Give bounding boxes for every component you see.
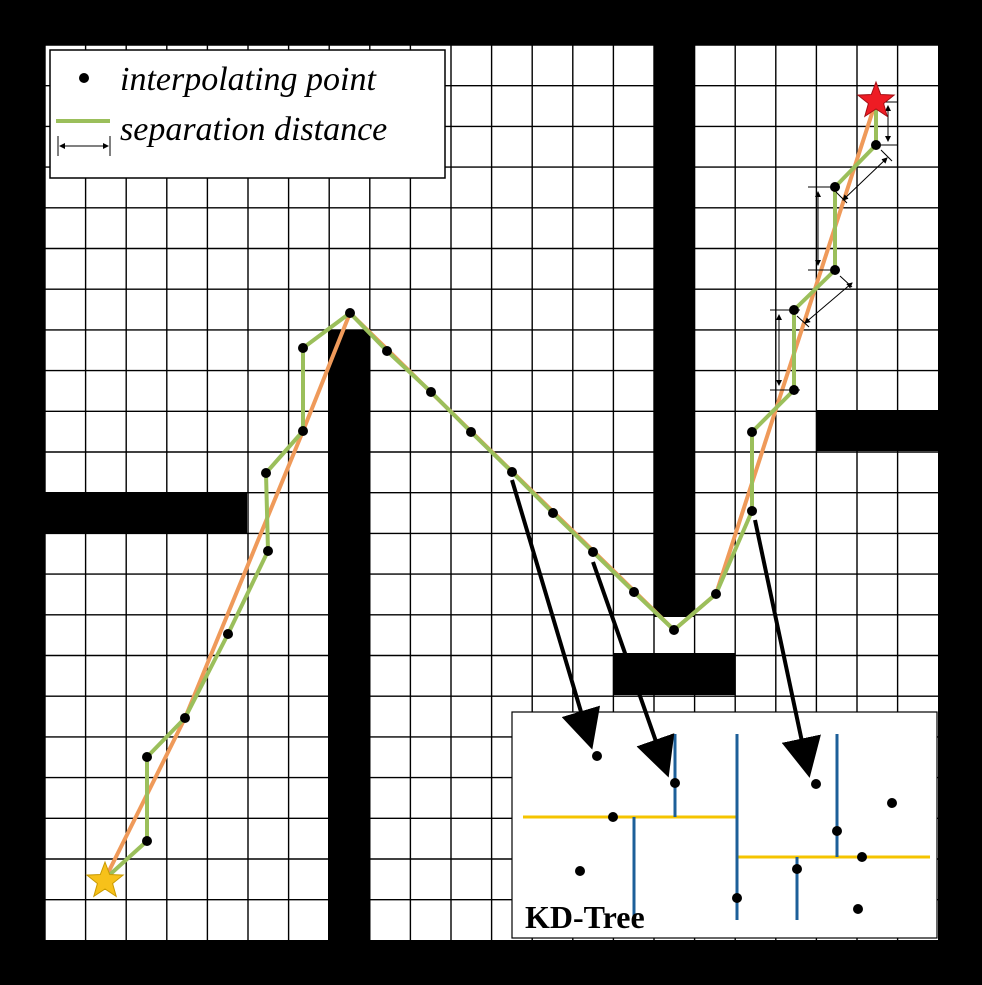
kd-tree-inset: KD-Tree — [511, 711, 938, 939]
interpolating-point — [789, 305, 799, 315]
interpolating-point — [298, 426, 308, 436]
wall-upper-divider — [654, 45, 694, 617]
kd-point — [732, 893, 742, 903]
interpolating-point — [507, 467, 517, 477]
sep-arrow — [804, 282, 853, 324]
interpolating-point — [629, 587, 639, 597]
legend-separation-label: separation distance — [120, 111, 387, 148]
kd-point — [792, 864, 802, 874]
interpolating-point — [747, 506, 757, 516]
interpolating-point — [298, 343, 308, 353]
arrow-to-kd-point — [753, 519, 821, 778]
interpolating-points — [142, 140, 881, 846]
interpolating-point — [669, 625, 679, 635]
kd-point — [592, 751, 602, 761]
start-star-icon — [85, 860, 125, 898]
interpolating-point — [426, 387, 436, 397]
interpolating-point — [345, 308, 355, 318]
kd-point — [608, 812, 618, 822]
legend-dot-icon — [79, 73, 89, 83]
sep-tick — [835, 191, 848, 204]
wall-center-pillar — [328, 330, 370, 940]
interpolating-point — [830, 182, 840, 192]
arrow-to-kd-point — [510, 479, 601, 750]
interpolating-point — [142, 836, 152, 846]
legend-box — [49, 49, 446, 179]
wall-left-ledge — [45, 493, 247, 534]
sep-tick — [880, 149, 893, 162]
outer-wall-bottom — [0, 940, 982, 985]
outer-wall-top — [0, 0, 982, 45]
outer-wall-right — [938, 0, 982, 985]
interpolating-point — [871, 140, 881, 150]
interpolating-point — [588, 547, 598, 557]
wall-right-ledge — [816, 410, 938, 451]
interpolating-point — [142, 752, 152, 762]
interpolating-point — [382, 346, 392, 356]
kd-tree-arrows — [510, 479, 821, 778]
interpolating-point — [223, 629, 233, 639]
interpolating-point — [747, 427, 757, 437]
interpolating-point — [180, 713, 190, 723]
kd-point — [887, 798, 897, 808]
goal-star-icon — [856, 80, 896, 118]
arrow-to-kd-point — [591, 561, 675, 778]
kd-point — [670, 778, 680, 788]
interpolating-point — [711, 589, 721, 599]
kd-point — [832, 826, 842, 836]
legend: interpolating point separation distance — [49, 49, 446, 179]
outer-wall-left — [0, 0, 45, 985]
interpolating-point — [466, 427, 476, 437]
kd-point — [857, 852, 867, 862]
kd-point — [811, 779, 821, 789]
kd-point — [853, 904, 863, 914]
kd-point — [575, 866, 585, 876]
sep-arrow — [842, 157, 888, 201]
interpolating-point — [789, 385, 799, 395]
interpolating-point — [261, 468, 271, 478]
kd-tree-title: KD-Tree — [525, 899, 645, 935]
interpolating-point — [830, 265, 840, 275]
interpolating-point — [263, 546, 273, 556]
kd-tree-points — [575, 751, 897, 914]
sep-tick — [796, 315, 810, 328]
interpolating-point — [548, 508, 558, 518]
legend-point-label: interpolating point — [120, 61, 378, 98]
